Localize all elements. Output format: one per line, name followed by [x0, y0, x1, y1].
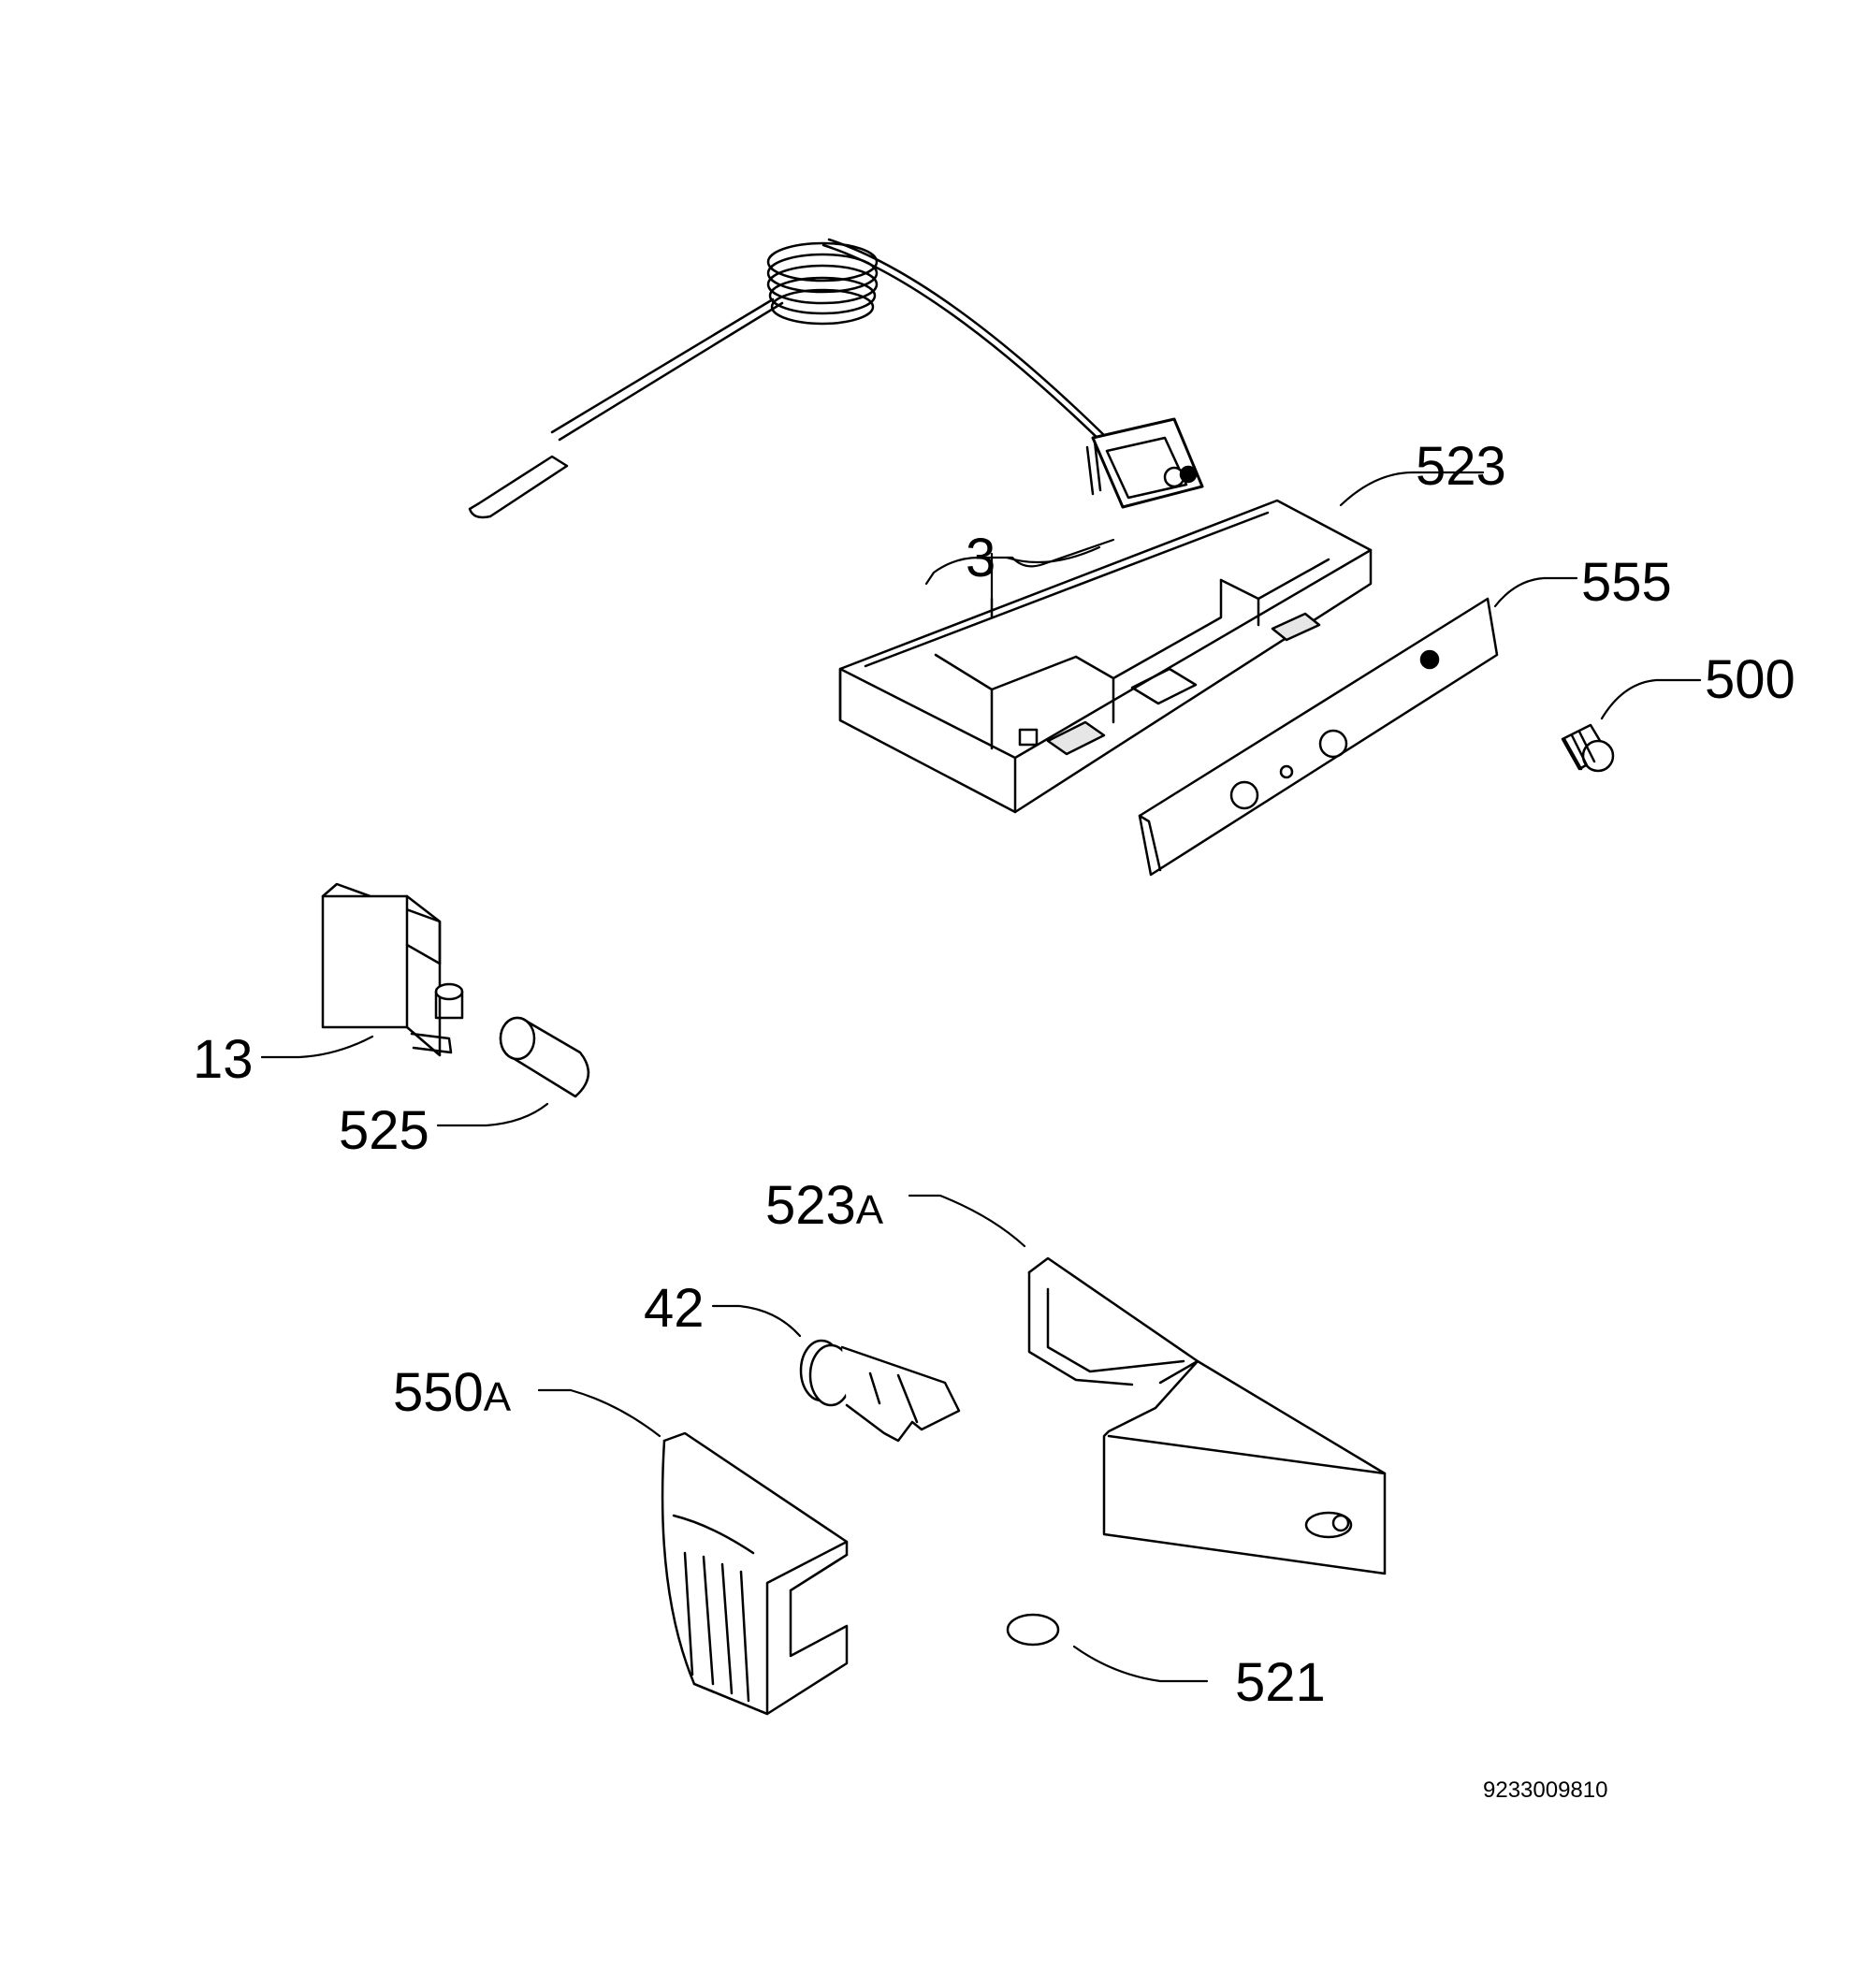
label-ring: 521	[1235, 1652, 1326, 1713]
label-panel: 555	[1581, 552, 1672, 613]
bulb-part	[501, 1018, 589, 1096]
label-bulb: 525	[339, 1100, 429, 1161]
label-lamp-cover: 523A	[765, 1175, 884, 1236]
label-lamp-bulb: 42	[644, 1278, 705, 1339]
lamp-cover-part	[1029, 1258, 1385, 1574]
switch-part	[323, 884, 462, 1055]
label-housing: 523	[1416, 436, 1506, 497]
lamp-bulb-part	[801, 1341, 959, 1441]
housing-part	[840, 501, 1371, 812]
thermostat-part	[470, 239, 1202, 517]
label-knob: 500	[1705, 649, 1795, 710]
knob-part	[1562, 725, 1613, 771]
label-thermostat: 3	[966, 528, 996, 588]
drawing-code: 9233009810	[1483, 1778, 1608, 1803]
label-switch: 13	[193, 1029, 254, 1090]
ring-part	[1008, 1615, 1058, 1645]
panel-part	[1140, 599, 1497, 875]
label-end-cap: 550A	[393, 1362, 512, 1423]
end-cap-part	[662, 1433, 847, 1714]
leader-lines	[262, 472, 1700, 1681]
